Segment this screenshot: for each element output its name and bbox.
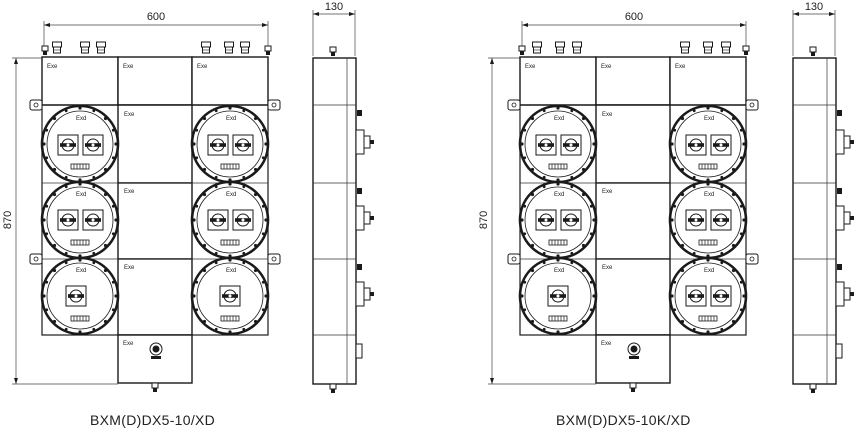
side-width-dimension-label: 130 <box>805 1 823 13</box>
enclosure-mark: Exe <box>602 189 613 195</box>
exd-label: Exd <box>226 192 236 198</box>
exd-label: Exd <box>704 268 714 274</box>
front-view-2: 600 870 Exe Exe Exe Exe Exe Exe <box>478 11 759 392</box>
enclosure-mark: Exe <box>123 64 134 70</box>
enclosure-mark: Exe <box>47 64 58 70</box>
enclosure-mark: Exe <box>123 341 134 347</box>
enclosure-mark: Exe <box>124 265 135 271</box>
model-caption-1: BXM(D)DX5-10/XD <box>90 412 216 428</box>
height-dimension-label: 870 <box>478 211 490 229</box>
enclosure-mark: Exe <box>675 64 686 70</box>
model-caption-2: BXM(D)DX5-10K/XD <box>556 412 691 428</box>
exd-label: Exd <box>76 268 86 274</box>
side-view-2: 130 <box>792 1 854 393</box>
exd-label: Exd <box>76 116 86 122</box>
exd-label: Exd <box>226 268 236 274</box>
exd-label: Exd <box>76 192 86 198</box>
enclosure-mark: Exe <box>601 64 612 70</box>
exd-label: Exd <box>554 268 564 274</box>
exd-label: Exd <box>704 192 714 198</box>
side-view-1: 130 <box>312 1 374 393</box>
enclosure-mark: Exe <box>601 341 612 347</box>
enclosure-mark: Exe <box>602 265 613 271</box>
side-width-dimension-label: 130 <box>325 1 343 13</box>
enclosure-mark: Exe <box>124 112 135 118</box>
exd-label: Exd <box>704 116 714 122</box>
front-view-1: 600 870 Exe Exe Exe Exe Exe Exe <box>2 11 281 392</box>
exd-label: Exd <box>554 116 564 122</box>
width-dimension-label: 600 <box>625 11 643 23</box>
enclosure-mark: Exe <box>124 189 135 195</box>
enclosure-mark: Exe <box>525 64 536 70</box>
width-dimension-label: 600 <box>147 11 165 23</box>
enclosure-mark: Exe <box>197 64 208 70</box>
exd-label: Exd <box>554 192 564 198</box>
height-dimension-label: 870 <box>2 211 14 229</box>
enclosure-mark: Exe <box>602 112 613 118</box>
exd-label: Exd <box>226 116 236 122</box>
